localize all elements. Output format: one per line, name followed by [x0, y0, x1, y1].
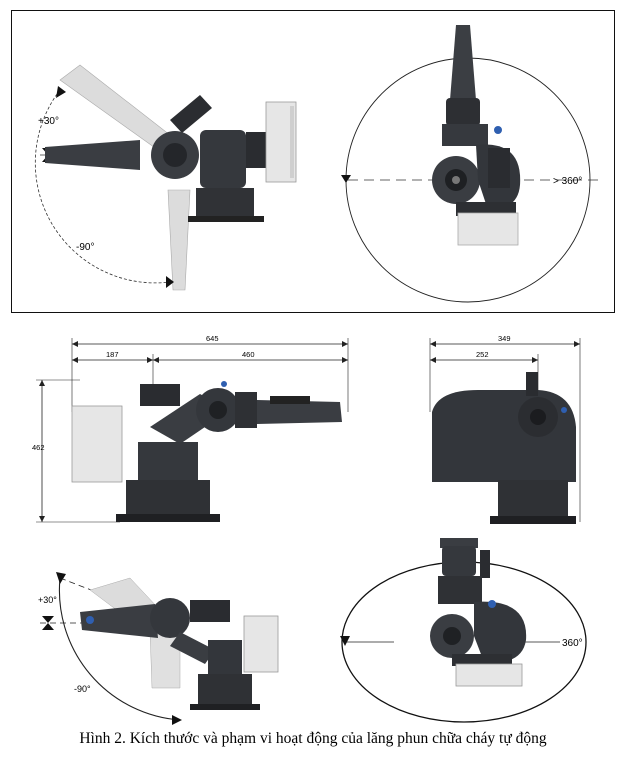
base — [196, 188, 254, 218]
control-box — [455, 663, 523, 687]
arrow-down-icon — [172, 715, 182, 725]
base — [498, 480, 568, 516]
dimension-rear-view: 349 252 — [429, 334, 581, 524]
arrow-down-icon — [166, 276, 174, 288]
partial-width-label: 252 — [476, 350, 489, 359]
angle-up-label: +30° — [38, 595, 57, 605]
joint-block — [200, 130, 246, 188]
rotation-label: > 360° — [553, 176, 582, 187]
base — [126, 480, 210, 514]
range-of-motion-frame — [11, 10, 615, 313]
main-nozzle — [45, 140, 140, 170]
arrow-up-icon — [56, 86, 66, 98]
elevation-arc — [58, 577, 181, 721]
overall-length-label: 645 — [206, 334, 219, 343]
elevation-arc — [34, 89, 171, 284]
angle-down-label: -90° — [74, 684, 91, 694]
ghost-nozzle-up — [59, 64, 171, 151]
bottom-rear-view: 360° — [340, 538, 587, 723]
dimension-side-view: 645 187 460 462 — [32, 334, 349, 523]
angle-up-label: +30° — [38, 116, 59, 127]
height-label: 462 — [32, 443, 45, 452]
ghost-nozzle-down — [167, 189, 191, 291]
rotation-arrow-left-icon — [341, 175, 351, 183]
arrow-up-icon — [56, 572, 66, 584]
control-box — [243, 615, 279, 673]
figure-caption: Hình 2. Kích thước và phạm vi hoạt động … — [79, 730, 547, 747]
main-nozzle — [80, 604, 158, 638]
control-box — [71, 405, 123, 483]
rotation-arrow-left-icon — [340, 636, 350, 646]
angle-down-label: -90° — [76, 242, 94, 253]
motor — [246, 132, 266, 168]
top-rear-view: > 360° — [341, 25, 598, 303]
control-box — [457, 212, 519, 246]
bottom-side-view: +30° -90° — [38, 572, 279, 725]
rear-length-label: 187 — [106, 350, 119, 359]
rotation-label: 360° — [562, 638, 583, 649]
vertical-nozzle — [450, 25, 476, 100]
main-nozzle — [257, 400, 342, 424]
overall-width-label: 349 — [498, 334, 511, 343]
swivel-body — [150, 598, 190, 638]
base — [452, 654, 512, 666]
base — [198, 674, 252, 704]
upper-arm — [170, 95, 212, 133]
arrow-mid-icon — [42, 616, 54, 623]
front-length-label: 460 — [242, 350, 255, 359]
arrow-mid-icon — [42, 623, 54, 630]
base — [456, 202, 516, 216]
top-side-view: +30° -90° — [34, 64, 297, 291]
